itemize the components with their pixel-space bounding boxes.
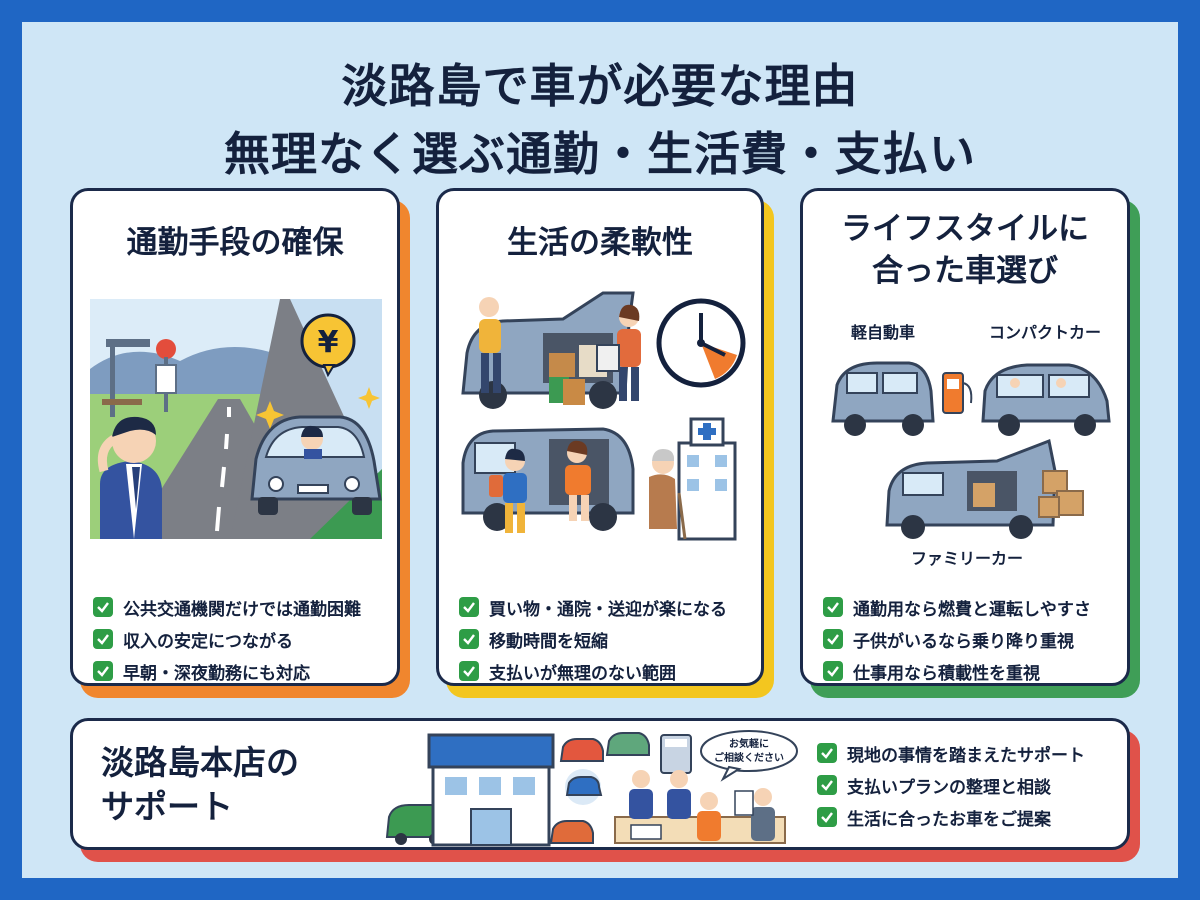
support-title-line1: 淡路島本店の — [101, 743, 299, 782]
support-title: 淡路島本店の サポート — [101, 741, 299, 829]
check-item: 支払いが無理のない範囲 — [459, 655, 751, 687]
commute-illustration: ¥ — [90, 299, 382, 539]
check-item: 移動時間を短縮 — [459, 623, 751, 655]
car-types-illustration — [831, 361, 1111, 539]
car-label-family: ファミリーカー — [911, 549, 1024, 568]
checkbox-icon — [823, 597, 843, 617]
card-lifestyle-title-line2: 合った車選び — [872, 253, 1058, 289]
check-text: 移動時間を短縮 — [489, 631, 608, 652]
card-life-checklist: 買い物・通院・送迎が楽になる 移動時間を短縮 支払いが無理のない範囲 — [459, 591, 751, 687]
life-illustration — [461, 291, 746, 541]
bubble-text-line2: ご相談ください — [714, 751, 784, 764]
checkbox-icon — [93, 629, 113, 649]
card-lifestyle: ライフスタイルに 合った車選び 軽自動車 コンパクトカー ファミリーカー — [800, 188, 1130, 686]
check-text: 支払いプランの整理と相談 — [847, 777, 1051, 798]
check-item: 公共交通機関だけでは通勤困難 — [93, 591, 387, 623]
check-text: 仕事用なら積載性を重視 — [853, 663, 1040, 684]
check-item: 仕事用なら積載性を重視 — [823, 655, 1117, 687]
check-item: 早朝・深夜勤務にも対応 — [93, 655, 387, 687]
check-item: 生活に合ったお車をご提案 — [817, 801, 1117, 833]
car-label-kei: 軽自動車 — [851, 323, 916, 342]
card-lifestyle-checklist: 通勤用なら燃費と運転しやすさ 子供がいるなら乗り降り重視 仕事用なら積載性を重視 — [823, 591, 1117, 687]
check-item: 子供がいるなら乗り降り重視 — [823, 623, 1117, 655]
checkbox-icon — [817, 743, 837, 763]
checkbox-icon — [817, 775, 837, 795]
check-text: 早朝・深夜勤務にも対応 — [123, 663, 310, 684]
card-life-title: 生活の柔軟性 — [507, 225, 693, 261]
card-commute: 通勤手段の確保 — [70, 188, 400, 686]
card-life: 生活の柔軟性 — [436, 188, 764, 686]
checkbox-icon — [459, 597, 479, 617]
card-lifestyle-title-line1: ライフスタイルに — [841, 211, 1089, 247]
check-text: 現地の事情を踏まえたサポート — [847, 745, 1085, 766]
support-banner: 淡路島本店の サポート — [70, 718, 1130, 850]
yen-icon: ¥ — [318, 325, 339, 360]
main-title: 淡路島で車が必要な理由 — [341, 59, 859, 113]
checkbox-icon — [823, 661, 843, 681]
main-subtitle: 無理なく選ぶ通勤・生活費・支払い — [224, 127, 976, 181]
card-commute-checklist: 公共交通機関だけでは通勤困難 収入の安定につながる 早朝・深夜勤務にも対応 — [93, 591, 387, 687]
bubble-text-line1: お気軽に — [729, 737, 769, 750]
checkbox-icon — [459, 661, 479, 681]
checkbox-icon — [823, 629, 843, 649]
checkbox-icon — [93, 661, 113, 681]
poster-frame: 淡路島で車が必要な理由 無理なく選ぶ通勤・生活費・支払い 通勤手段の確保 — [22, 22, 1178, 878]
check-text: 公共交通機関だけでは通勤困難 — [123, 599, 361, 620]
check-text: 子供がいるなら乗り降り重視 — [853, 631, 1074, 652]
checkbox-icon — [459, 629, 479, 649]
check-text: 生活に合ったお車をご提案 — [847, 809, 1051, 830]
checkbox-icon — [93, 597, 113, 617]
check-item: 現地の事情を踏まえたサポート — [817, 737, 1117, 769]
check-text: 通勤用なら燃費と運転しやすさ — [853, 599, 1091, 620]
check-text: 収入の安定につながる — [123, 631, 293, 652]
support-checklist: 現地の事情を踏まえたサポート 支払いプランの整理と相談 生活に合ったお車をご提案 — [817, 737, 1117, 833]
support-title-line2: サポート — [101, 787, 233, 826]
check-text: 買い物・通院・送迎が楽になる — [489, 599, 727, 620]
support-illustration: お気軽に ご相談ください — [385, 730, 798, 847]
car-label-compact: コンパクトカー — [989, 323, 1102, 342]
check-item: 通勤用なら燃費と運転しやすさ — [823, 591, 1117, 623]
check-item: 収入の安定につながる — [93, 623, 387, 655]
check-item: 買い物・通院・送迎が楽になる — [459, 591, 751, 623]
check-text: 支払いが無理のない範囲 — [489, 663, 676, 684]
checkbox-icon — [817, 807, 837, 827]
check-item: 支払いプランの整理と相談 — [817, 769, 1117, 801]
card-commute-title: 通勤手段の確保 — [126, 225, 344, 261]
